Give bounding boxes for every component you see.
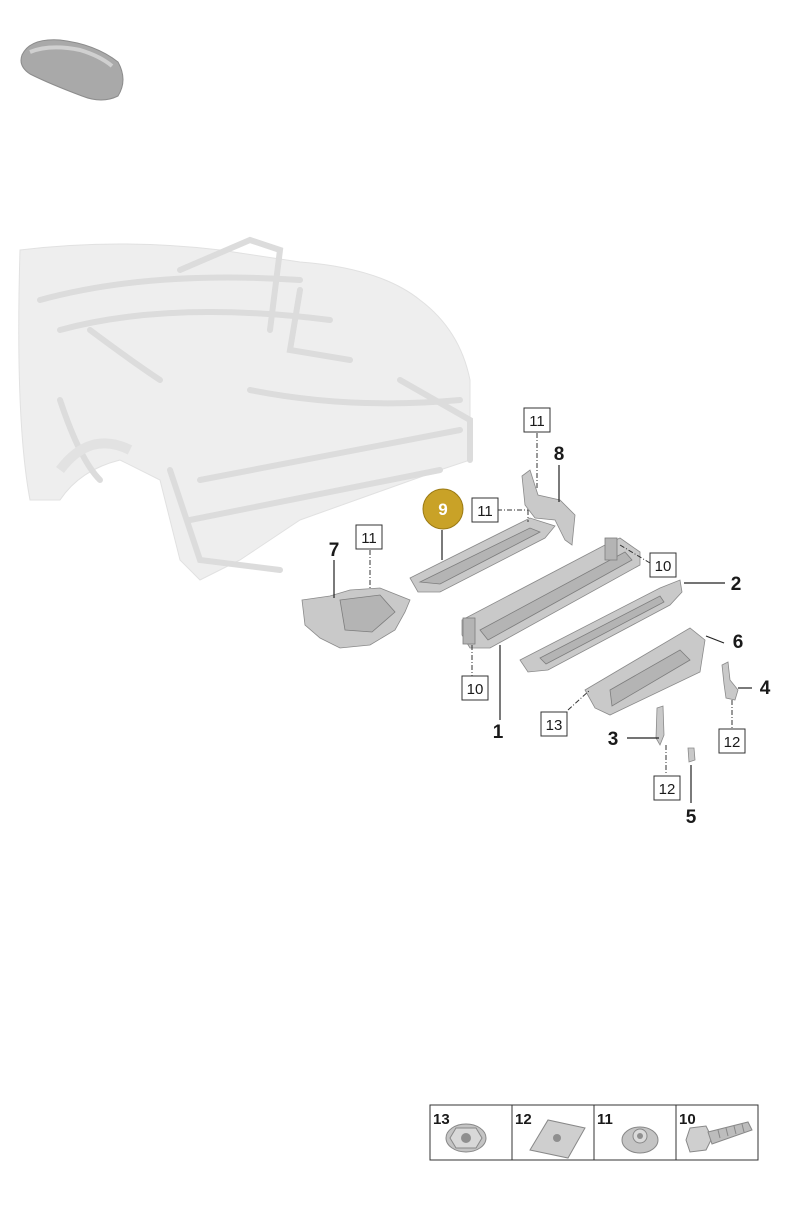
callout-3[interactable]: 3 [608, 729, 619, 750]
svg-text:12: 12 [515, 1111, 532, 1128]
box-callout-12-right[interactable]: 12 [718, 728, 746, 754]
fastener-table: 13 12 11 10 [429, 1104, 759, 1161]
box-callout-11-top[interactable]: 11 [523, 407, 551, 433]
svg-text:11: 11 [477, 503, 493, 520]
box-callout-10-right[interactable]: 10 [649, 552, 677, 578]
table-cell-13[interactable]: 13 [433, 1111, 487, 1153]
part-2-shape[interactable] [519, 579, 683, 673]
svg-text:11: 11 [529, 413, 545, 430]
callout-1[interactable]: 1 [493, 722, 504, 743]
svg-text:13: 13 [546, 717, 563, 734]
part-6-shape[interactable] [584, 627, 706, 716]
callout-9-highlight[interactable]: 9 [422, 488, 464, 530]
callout-6[interactable]: 6 [733, 632, 744, 653]
box-callout-11-mid[interactable]: 11 [471, 497, 499, 523]
table-cell-12[interactable]: 12 [515, 1111, 586, 1159]
svg-text:11: 11 [361, 530, 377, 547]
leader-lines [333, 465, 752, 803]
part-3-shape[interactable] [655, 705, 665, 746]
flange-nut-icon [445, 1123, 487, 1153]
box-callout-11-left[interactable]: 11 [355, 524, 383, 550]
box-callout-12-mid[interactable]: 12 [653, 775, 681, 801]
callout-2[interactable]: 2 [731, 574, 742, 595]
svg-text:12: 12 [724, 734, 741, 751]
callout-8[interactable]: 8 [554, 444, 565, 465]
svg-text:13: 13 [433, 1111, 450, 1128]
part-7-shape[interactable] [301, 587, 411, 649]
part-5-shape[interactable] [687, 747, 696, 763]
callout-7[interactable]: 7 [329, 540, 340, 561]
car-body-ghost [18, 236, 473, 581]
nut-icon [621, 1126, 659, 1154]
part-9-shape[interactable] [409, 517, 556, 593]
clip-nut-icon [529, 1119, 586, 1159]
table-cell-11[interactable]: 11 [597, 1111, 659, 1154]
vehicle-thumbnail-icon[interactable] [20, 39, 124, 101]
guide-lines [369, 433, 733, 775]
part-4-shape[interactable] [721, 661, 739, 701]
part-1-shape[interactable] [461, 537, 641, 649]
svg-text:10: 10 [655, 558, 672, 575]
box-callout-13[interactable]: 13 [540, 711, 568, 737]
callout-4[interactable]: 4 [760, 678, 771, 699]
svg-text:12: 12 [659, 781, 676, 798]
part-8-shape[interactable] [521, 469, 576, 546]
svg-text:10: 10 [679, 1111, 696, 1128]
svg-text:10: 10 [467, 681, 484, 698]
svg-text:11: 11 [597, 1111, 613, 1128]
bolt-icon [685, 1121, 753, 1153]
callout-5[interactable]: 5 [686, 807, 697, 828]
box-callout-10-left[interactable]: 10 [461, 675, 489, 701]
table-cell-10[interactable]: 10 [679, 1111, 753, 1153]
callout-9-label: 9 [438, 500, 447, 519]
